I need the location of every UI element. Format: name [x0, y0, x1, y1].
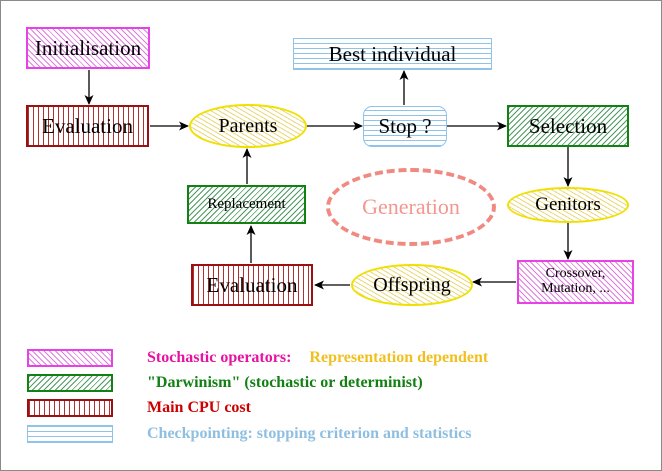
node-stop-label: Stop ?	[378, 114, 432, 139]
node-best-individual[interactable]: Best individual	[293, 38, 492, 70]
node-evaluation-bottom[interactable]: Evaluation	[191, 264, 313, 306]
node-generation: Generation	[326, 168, 496, 246]
node-stop[interactable]: Stop ?	[363, 106, 447, 147]
node-replacement[interactable]: Replacement	[187, 185, 306, 224]
legend-label-cpu-cost: Main CPU cost	[147, 399, 251, 416]
legend-label-stochastic: Stochastic operators:	[147, 349, 292, 366]
node-initialisation[interactable]: Initialisation	[26, 27, 150, 69]
node-genitors[interactable]: Genitors	[507, 187, 629, 223]
legend-text-stochastic: Stochastic operators: Representation dep…	[147, 349, 488, 367]
node-parents-label: Parents	[218, 114, 278, 137]
node-mutation-label: Mutation, ...	[541, 281, 610, 296]
legend-row-cpu-cost: Main CPU cost	[27, 399, 251, 417]
legend-label-darwinism: "Darwinism" (stochastic or determinist)	[147, 374, 423, 391]
node-best-individual-label: Best individual	[328, 41, 457, 66]
node-crossover-mutation[interactable]: Crossover, Mutation, ...	[517, 260, 634, 304]
legend-swatch-blue	[27, 425, 113, 443]
legend-row-checkpointing: Checkpointing: stopping criterion and st…	[27, 425, 471, 443]
node-selection[interactable]: Selection	[507, 105, 629, 147]
node-replacement-label: Replacement	[207, 195, 286, 212]
node-genitors-label: Genitors	[535, 194, 601, 216]
legend-row-darwinism: "Darwinism" (stochastic or determinist)	[27, 374, 423, 392]
legend-swatch-magenta	[27, 349, 113, 367]
legend-swatch-red	[27, 399, 113, 417]
node-crossover-label: Crossover,	[545, 266, 606, 282]
node-evaluation-bottom-label: Evaluation	[206, 272, 298, 297]
node-selection-label: Selection	[528, 113, 608, 138]
node-parents[interactable]: Parents	[189, 104, 307, 148]
node-generation-label: Generation	[362, 194, 460, 220]
node-offspring-label: Offspring	[373, 273, 451, 296]
legend-label-checkpointing: Checkpointing: stopping criterion and st…	[147, 425, 472, 442]
legend-swatch-green	[27, 374, 113, 392]
legend-label-representation: Representation dependent	[309, 349, 489, 366]
node-initialisation-label: Initialisation	[34, 35, 142, 60]
node-evaluation-top-label: Evaluation	[42, 113, 133, 138]
legend-row-stochastic: Stochastic operators: Representation dep…	[27, 349, 488, 367]
node-evaluation-top[interactable]: Evaluation	[26, 105, 149, 147]
node-offspring[interactable]: Offspring	[351, 264, 473, 306]
